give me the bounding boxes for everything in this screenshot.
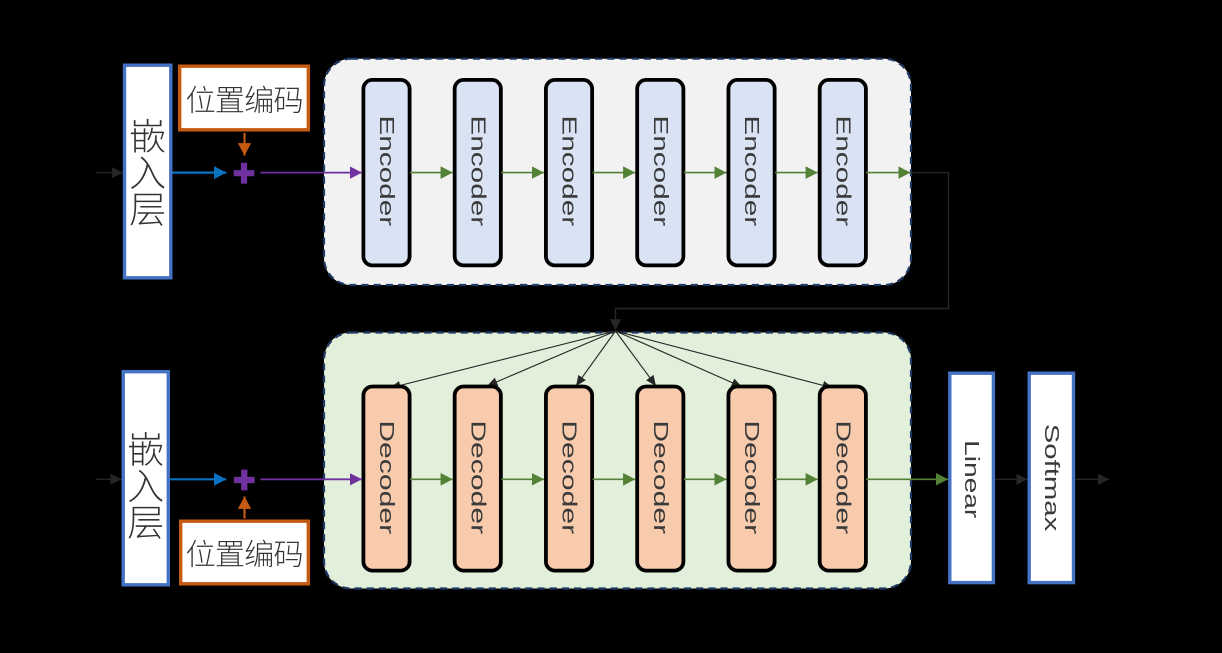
svg-text:Encoder: Encoder — [558, 115, 581, 226]
svg-text:Encoder: Encoder — [649, 115, 672, 226]
svg-text:Decoder: Decoder — [831, 420, 854, 534]
svg-text:Encoder: Encoder — [831, 115, 854, 226]
svg-text:Decoder: Decoder — [558, 420, 581, 534]
svg-text:Decoder: Decoder — [740, 420, 763, 534]
svg-text:Encoder: Encoder — [740, 115, 763, 226]
svg-text:Softmax: Softmax — [1040, 424, 1063, 533]
svg-text:Linear: Linear — [960, 440, 983, 518]
svg-text:Decoder: Decoder — [649, 420, 672, 534]
svg-text:Decoder: Decoder — [466, 420, 489, 534]
svg-text:Decoder: Decoder — [375, 420, 398, 534]
svg-text:Encoder: Encoder — [466, 115, 489, 226]
svg-text:Encoder: Encoder — [375, 115, 398, 226]
